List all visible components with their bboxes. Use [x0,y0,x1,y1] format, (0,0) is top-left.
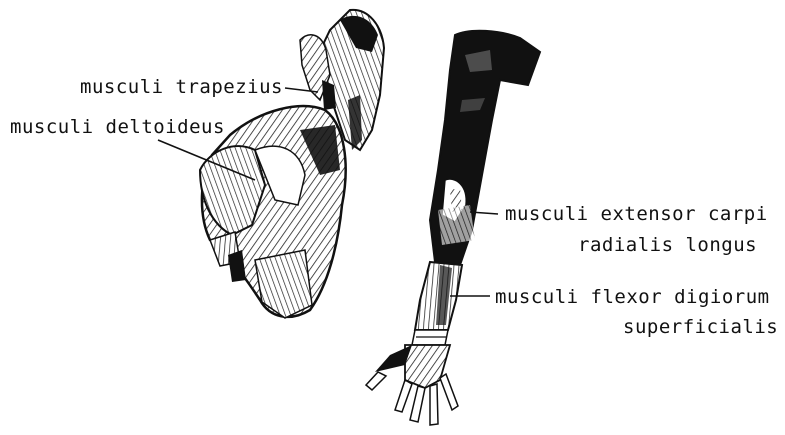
label-extensor-line2: radialis longus [578,236,757,255]
label-deltoideus: musculi deltoideus [10,118,225,137]
label-flexor-line1: musculi flexor digiorum [495,288,770,307]
label-trapezius: musculi trapezius [80,78,283,97]
label-extensor-line1: musculi extensor carpi [505,205,768,224]
label-flexor-line2: superficialis [623,318,778,337]
arm [366,31,540,425]
